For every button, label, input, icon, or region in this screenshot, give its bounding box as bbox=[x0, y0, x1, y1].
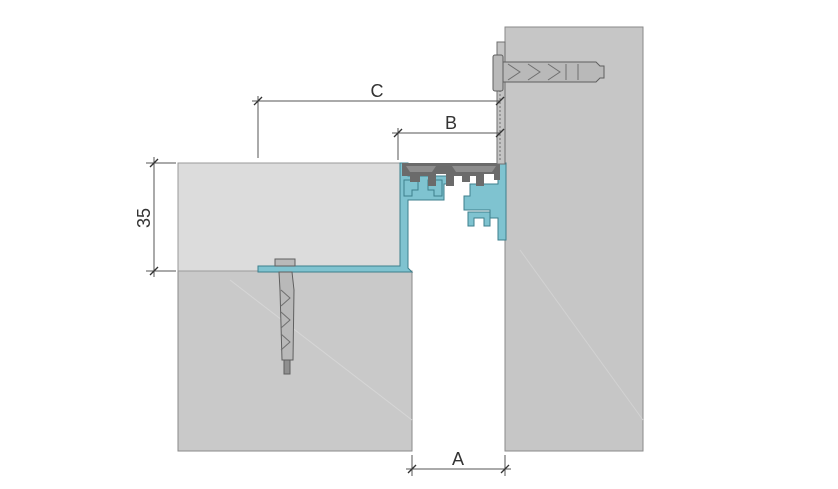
dimension-a-label: A bbox=[452, 449, 464, 469]
dimension-b-label: B bbox=[445, 113, 457, 133]
screed-layer bbox=[177, 162, 401, 272]
right-wall-hatch bbox=[519, 249, 644, 421]
dimension-a-tick-left bbox=[407, 464, 417, 474]
left-anchor-bolt bbox=[274, 258, 296, 375]
dimension-height-tick-top bbox=[149, 158, 159, 168]
left-concrete-slab bbox=[177, 270, 413, 452]
rubber-grip-right bbox=[452, 166, 496, 172]
left-slab-hatch bbox=[229, 279, 413, 421]
right-profile-lower-channel bbox=[467, 211, 491, 227]
dimension-b-tick-left bbox=[393, 128, 403, 138]
wall-flange bbox=[496, 41, 506, 165]
dimension-c-tick-right bbox=[495, 96, 505, 106]
right-concrete-wall bbox=[504, 26, 644, 452]
right-aluminium-profile bbox=[463, 162, 507, 241]
dimension-c-label: C bbox=[371, 81, 384, 101]
dimension-c-tick-left bbox=[253, 96, 263, 106]
rubber-grip-left bbox=[406, 166, 436, 172]
dimension-b-tick-right bbox=[495, 128, 505, 138]
dimension-height-label: 35 bbox=[134, 208, 154, 228]
dimension-a-tick-right bbox=[500, 464, 510, 474]
right-anchor-bolt bbox=[492, 54, 605, 92]
dimension-height-tick-bottom bbox=[149, 266, 159, 276]
